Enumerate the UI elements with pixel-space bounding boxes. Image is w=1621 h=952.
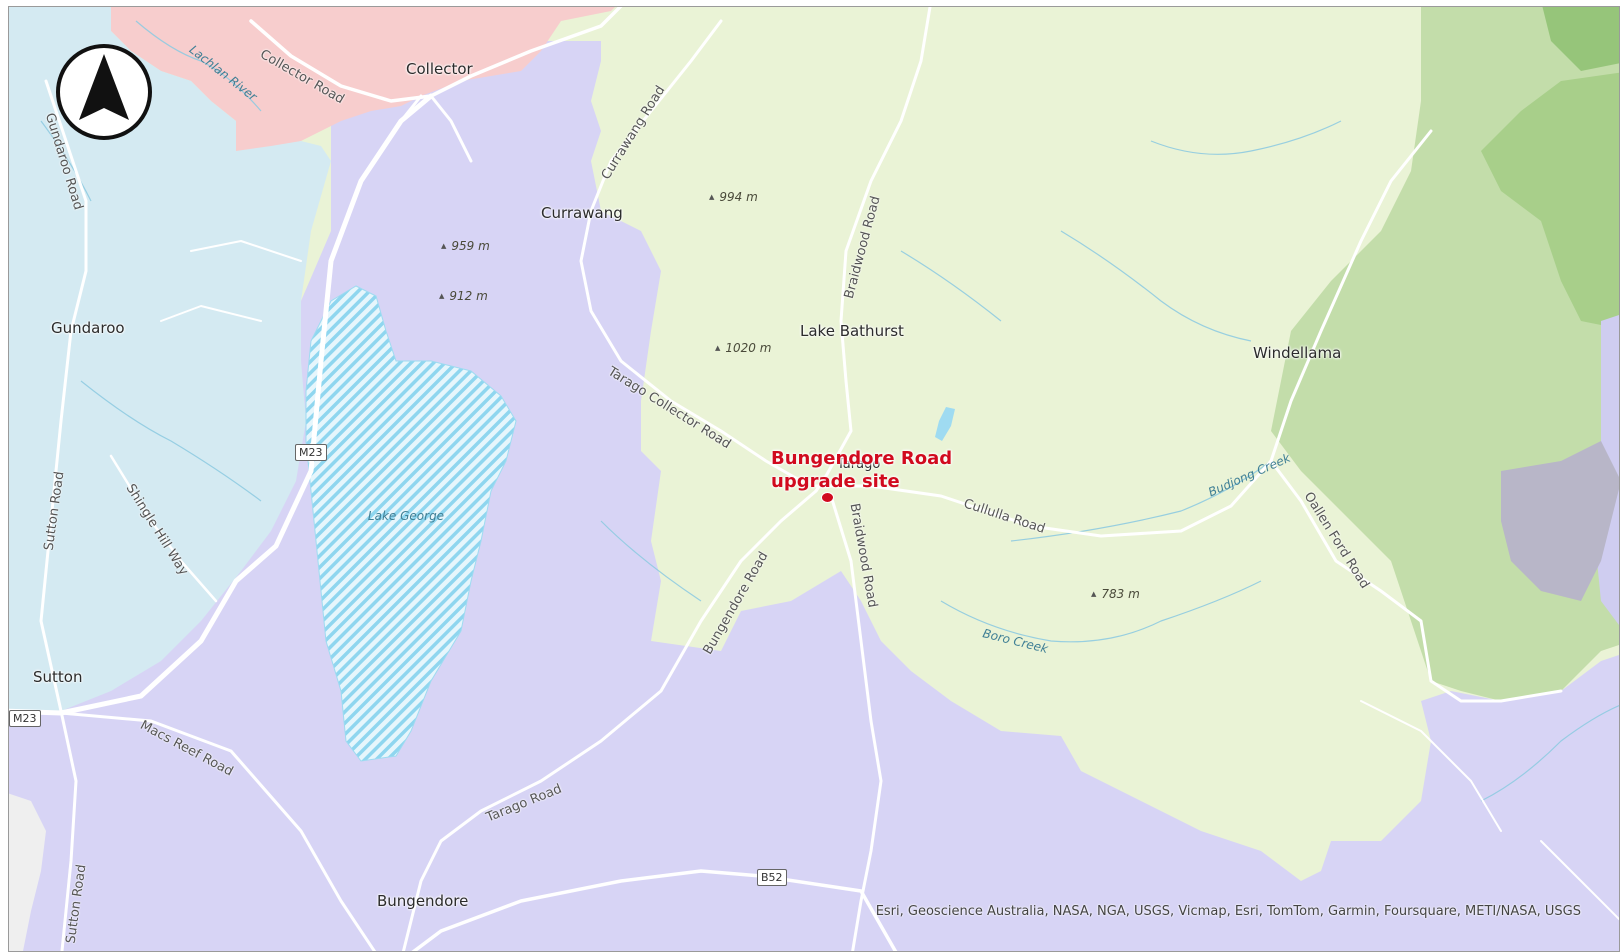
place-windellama: Windellama [1253,344,1342,362]
site-label-line1: Bungendore Road [771,448,953,469]
map-attribution: Esri, Geoscience Australia, NASA, NGA, U… [875,904,1581,919]
place-lake-bathurst: Lake Bathurst [800,322,904,340]
lake-bathurst-water [935,407,955,441]
site-label-line2: upgrade site [771,471,900,492]
place-tarago: Tarago [837,457,881,472]
peak-959: 959 m [441,240,489,252]
shield-m23-north: M23 [295,444,327,462]
site-label: Bungendore Road upgrade site [771,447,952,493]
forest-dense [1481,72,1619,329]
forest-dense-top [1542,7,1619,71]
place-collector: Collector [406,60,473,78]
peak-912: 912 m [439,290,487,302]
peak-994: 994 m [709,191,757,203]
peak-1020: 1020 m [715,342,771,354]
peak-783: 783 m [1091,588,1139,600]
region-yass-valley [9,7,331,711]
lake-george[interactable] [305,285,517,762]
shield-m23-south: M23 [9,710,41,728]
north-arrow-icon [56,44,152,140]
place-currawang: Currawang [541,204,623,222]
shield-b52: B52 [757,869,787,887]
region-upper-lachlan [111,7,615,151]
place-bungendore: Bungendore [377,892,469,910]
roads [9,7,1619,951]
site-marker[interactable] [821,492,834,503]
creeks [40,20,1619,802]
map-frame[interactable]: Collector Currawang Gundaroo Lake Bathur… [8,6,1620,952]
place-sutton: Sutton [33,668,83,686]
gray-east [1501,441,1619,601]
place-gundaroo: Gundaroo [51,319,125,337]
water-label-lake-george: Lake George [367,509,445,523]
white-southwest [9,793,46,951]
basemap[interactable] [9,7,1620,952]
